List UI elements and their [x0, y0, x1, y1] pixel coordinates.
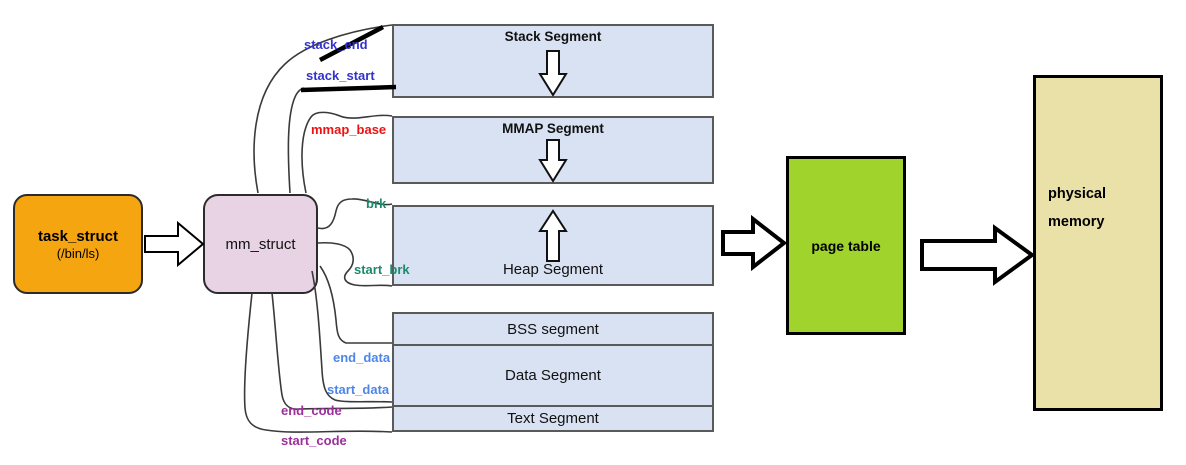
end-data-label: end_data: [333, 350, 391, 365]
text-segment-row: Text Segment: [394, 407, 712, 430]
start-data-label: start_data: [327, 382, 390, 397]
heap-segment-label: Heap Segment: [502, 261, 604, 278]
stack-segment-box: Stack Segment: [392, 24, 714, 98]
lower-segments-box: BSS segment Data Segment Text Segment: [392, 312, 714, 432]
page-table-to-physical-memory-arrow: [920, 224, 1036, 286]
task-struct-sublabel: (/bin/ls): [56, 245, 100, 261]
bss-segment-row: BSS segment: [394, 314, 712, 344]
mm-struct-label: mm_struct: [225, 235, 296, 253]
stack-segment-label: Stack Segment: [504, 29, 602, 44]
mmap-growth-down-arrow-icon: [538, 139, 568, 183]
stack-end-label: stack_end: [304, 37, 368, 52]
mmap-segment-label: MMAP Segment: [502, 121, 604, 136]
pointer-line-end-data: [319, 265, 392, 344]
brk-label: brk: [366, 196, 387, 211]
physical-memory-node: physical memory: [1033, 75, 1163, 411]
stack-start-label: stack_start: [306, 68, 375, 83]
physical-memory-label-line2: memory: [1048, 213, 1105, 230]
mmap-segment-box: MMAP Segment: [392, 116, 714, 184]
segments-to-page-table-arrow: [721, 214, 788, 272]
task-struct-label: task_struct: [37, 227, 119, 245]
page-table-node: page table: [786, 156, 906, 335]
page-table-label: page table: [811, 237, 881, 254]
data-segment-row: Data Segment: [394, 344, 712, 407]
stack-growth-down-arrow-icon: [538, 50, 568, 97]
mmap-base-label: mmap_base: [311, 122, 387, 137]
start-brk-label: start_brk: [354, 262, 410, 277]
task-struct-node: task_struct (/bin/ls): [13, 194, 143, 294]
heap-growth-up-arrow-icon: [538, 209, 568, 262]
end-code-label: end_code: [281, 403, 342, 418]
start-code-label: start_code: [281, 433, 347, 448]
task-to-mm-arrow: [144, 220, 205, 268]
bss-segment-label: BSS segment: [507, 320, 599, 338]
text-segment-label: Text Segment: [507, 410, 599, 427]
data-segment-label: Data Segment: [505, 367, 601, 384]
physical-memory-label-line1: physical: [1048, 186, 1107, 202]
heap-segment-box: Heap Segment: [392, 205, 714, 286]
mm-struct-node: mm_struct: [203, 194, 318, 294]
stack-start-tick-mark: [300, 84, 397, 93]
pointer-line-stack-start: [287, 87, 305, 194]
